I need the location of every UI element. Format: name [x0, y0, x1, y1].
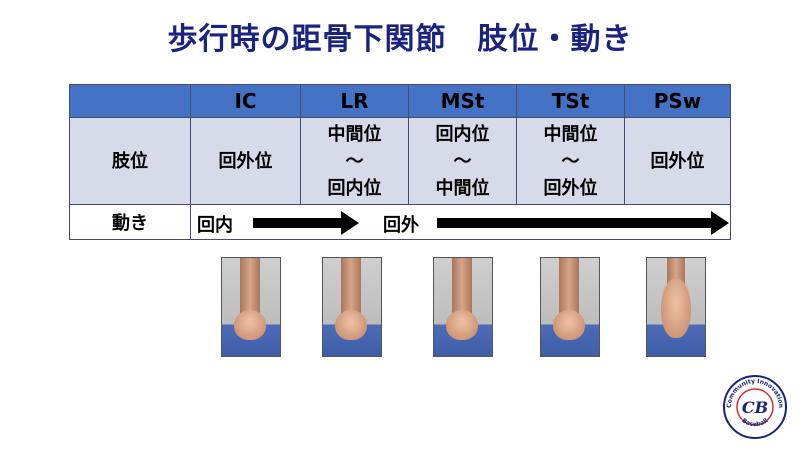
- position-tilde: ～: [453, 150, 472, 172]
- position-text: 回内位: [327, 177, 382, 199]
- position-text: 回外位: [218, 150, 273, 172]
- position-cell: 回外位: [190, 117, 301, 205]
- phase-header: IC: [190, 84, 301, 118]
- position-text: 回内位: [435, 123, 490, 145]
- position-cell: 回外位: [624, 117, 731, 205]
- position-cell: 中間位 ～ 回内位: [300, 117, 409, 205]
- row-label: 動き: [69, 204, 191, 240]
- cib-logo-icon: Community Innovation Baseball CB: [723, 375, 787, 439]
- slide-title: 歩行時の距骨下関節 肢位・動き: [167, 22, 633, 57]
- position-tilde: ～: [345, 150, 364, 172]
- position-cell: 中間位 ～ 回外位: [516, 117, 625, 205]
- header-empty-cell: [69, 84, 191, 118]
- phase-header: TSt: [516, 84, 625, 118]
- movement-cell: 回内 回外: [190, 204, 731, 240]
- supination-arrow: [437, 211, 729, 235]
- movement-supination-label: 回外: [383, 215, 419, 236]
- pronation-arrow: [253, 211, 359, 235]
- phase-header: MSt: [408, 84, 517, 118]
- position-row: 肢位 回外位 中間位 ～ 回内位 回内位 ～ 中間位 中間位 ～ 回外位 回外位: [69, 117, 731, 205]
- position-text: 回外位: [650, 150, 705, 172]
- foot-photo-ic: [221, 257, 281, 357]
- phase-header: LR: [300, 84, 409, 118]
- movement-row: 動き 回内 回外: [69, 204, 731, 240]
- phase-header: PSw: [624, 84, 731, 118]
- foot-photo-psw: [646, 257, 706, 357]
- row-label: 肢位: [69, 117, 191, 205]
- logo-text-bottom: Baseball: [741, 417, 770, 428]
- header-row: IC LR MSt TSt PSw: [69, 84, 731, 118]
- foot-photo-lr: [322, 257, 382, 357]
- gait-table: IC LR MSt TSt PSw 肢位 回外位 中間位 ～ 回内位 回内位 ～…: [69, 84, 731, 240]
- foot-photo-mst: [433, 257, 493, 357]
- svg-text:Baseball: Baseball: [741, 417, 770, 428]
- position-text: 中間位: [435, 177, 490, 199]
- position-text: 回外位: [543, 177, 598, 199]
- logo-initials: CB: [742, 398, 768, 417]
- position-tilde: ～: [561, 150, 580, 172]
- position-text: 中間位: [543, 123, 598, 145]
- position-text: 中間位: [327, 123, 382, 145]
- position-cell: 回内位 ～ 中間位: [408, 117, 517, 205]
- movement-pronation-label: 回内: [197, 215, 233, 236]
- foot-photo-tst: [540, 257, 600, 357]
